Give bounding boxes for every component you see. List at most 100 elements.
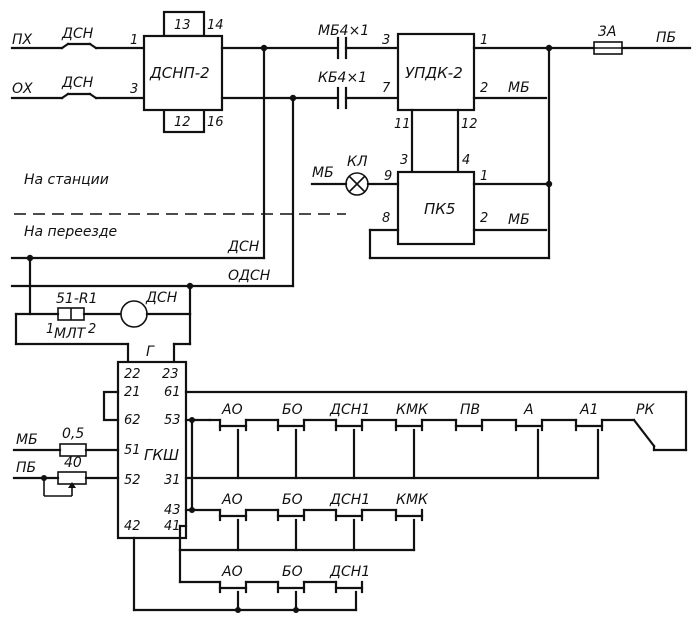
label-bo-3: БО [282,564,303,580]
label-kmk-2: КМК [396,492,429,508]
contact-ao-2: АО [218,492,248,522]
label-mb-gksh: МБ [16,432,38,448]
label-a-1: А [523,402,534,418]
contact-a1-1: А1 [574,402,604,432]
lamp-kl: МБ КЛ [310,154,400,196]
pin-gksh-23: 23 [162,367,179,382]
label-dsn-ox: ДСН [61,75,94,91]
label-dsn1-3: ДСН1 [329,564,370,580]
pin-gksh-62: 62 [124,413,141,428]
pin-dsnp-12: 12 [174,115,191,130]
label-mb-lamp: МБ [312,165,334,181]
pin-pk5-9: 9 [384,169,392,184]
pin-gksh-51: 51 [124,443,141,458]
pin-pk5-3: 3 [400,153,408,168]
label-r1: 51-R1 [56,291,98,307]
label-r-pin2: 2 [88,322,96,337]
label-kl: КЛ [347,154,368,170]
label-dsn-px: ДСН [61,26,94,42]
contact-bo-2: БО [276,492,306,522]
label-odsn: ОДСН [228,268,271,284]
pin-dsnp-3: 3 [130,82,138,97]
resistor-r1: 51-R1 МЛТ 1 2 [46,291,98,342]
pin-updk-2: 2 [480,81,488,96]
pin-dsnp-14: 14 [207,18,224,33]
label-ao-2: АО [221,492,243,508]
label-dsn1-2: ДСН1 [329,492,370,508]
input-px: ПХ ДСН 1 [10,26,146,50]
pin-updk-11: 11 [394,117,411,132]
block-gksh: 22 23 21 61 62 53 51 ГКШ 52 31 43 41 42 [116,360,188,540]
pin-gksh-42: 42 [124,519,141,534]
pin-gksh-31: 31 [164,473,181,488]
label-a1-1: А1 [579,402,598,418]
block-dsnp: ДСНП-2 13 14 12 16 [142,10,224,134]
label-ao-3: АО [221,564,243,580]
label-pb-top: ПБ [656,30,676,46]
label-crossing: На переезде [24,224,117,240]
contact-ao-3: АО [218,564,248,594]
label-dsn1-1: ДСН1 [329,402,370,418]
contact-dsn1-1: ДСН1 [329,402,370,432]
label-r-pin1: 1 [46,322,54,337]
pin-gksh-43: 43 [164,503,181,518]
relay-coil-dsn: ДСН [120,290,178,328]
pin-updk-3: 3 [382,33,390,48]
contact-bo-1: БО [276,402,306,432]
pin-updk-7: 7 [382,81,391,96]
block-updk: УПДК-2 1 2 11 12 [394,32,488,132]
pin-dsnp-13: 13 [174,18,191,33]
pin-gksh-53: 53 [164,413,181,428]
label-kb4: КБ4×1 [318,70,367,86]
contact-kmk-2: КМК [394,492,429,522]
label-mb-pk5: МБ [508,212,530,228]
pin-updk-12: 12 [461,117,478,132]
label-kmk-1: КМК [396,402,429,418]
label-station: На станции [24,172,109,188]
label-mlt: МЛТ [54,326,87,342]
pin-pk5-2: 2 [480,211,488,226]
pin-gksh-22: 22 [124,367,141,382]
updk-name: УПДК-2 [405,64,463,82]
contact-dsn1-2: ДСН1 [329,492,370,522]
pin-pk5-4: 4 [462,153,470,168]
pin-gksh-61: 61 [164,385,181,400]
label-rk: РК [636,402,655,418]
pin-dsnp-16: 16 [207,115,224,130]
pk5-name: ПК5 [424,200,455,218]
block-pk5: ПК5 3 4 9 1 8 2 [382,153,488,246]
contact-pv-1: ПВ [454,402,484,432]
contact-row-3: АО БО ДСН1 [178,548,370,594]
label-pv-1: ПВ [460,402,480,418]
contact-kmk-1: КМК [394,402,429,432]
label-ao-1: АО [221,402,243,418]
pin-dsnp-1: 1 [130,33,138,48]
label-bo-2: БО [282,492,303,508]
label-r05: 0,5 [62,426,84,442]
pin-pk5-8: 8 [382,211,390,226]
pin-gksh-41: 41 [164,519,181,534]
pin-gksh-52: 52 [124,473,141,488]
pin-pk5-1: 1 [480,169,488,184]
label-pb-gksh: ПБ [16,460,36,476]
label-ox: ОХ [12,81,33,97]
label-fuse: 3А [598,24,616,40]
label-px: ПХ [12,32,33,48]
input-ox: ОХ ДСН 3 [10,75,146,100]
pin-gksh-21: 21 [124,385,141,400]
contact-ao-1: АО [208,402,248,432]
dsnp-name: ДСНП-2 [149,64,210,82]
label-bo-1: БО [282,402,303,418]
label-dsn-coil: ДСН [145,290,178,306]
contact-rk: РК [632,402,656,452]
label-g: Г [146,344,155,360]
fuse-3a: 3А [593,24,623,55]
contact-dsn1-3: ДСН1 [329,564,370,594]
contact-a-1: А [514,402,544,432]
capacitor-mb4: МБ4×1 3 [318,23,400,60]
label-mb-updk: МБ [508,80,530,96]
capacitor-kb4: КБ4×1 7 [318,70,400,110]
label-dsn-line: ДСН [227,239,260,255]
contact-row-2: АО БО ДСН1 КМК [184,418,429,522]
